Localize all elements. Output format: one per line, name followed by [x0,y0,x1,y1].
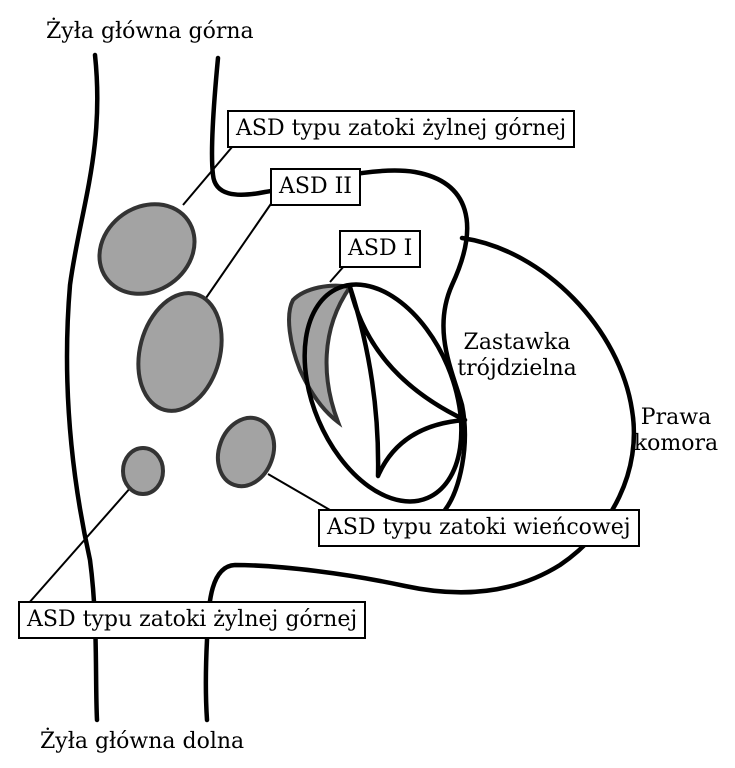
ivc-label: Żyła główna dolna [40,729,245,754]
right-ventricle-label: Prawa komora [633,405,719,456]
asd-coronary-sinus-label: ASD typu zatoki wieńcowej [318,509,640,547]
asd-ii-label: ASD II [270,168,361,206]
tricuspid-valve-leaflet-commissures [347,284,468,479]
leader-asd-sv-inferior [27,485,133,605]
leader-asd-coronary [267,473,331,511]
asd-coronary-sinus-defect [215,415,277,489]
asd-ii-defect [136,291,224,413]
asd-sinus-venosus-inferior-label: ASD typu zatoki żylnej górnej [18,601,367,639]
svc-label: Żyła główna górna [46,19,254,44]
asd-sinus-venosus-superior-defect [97,202,197,296]
asd-i-label: ASD I [339,230,422,268]
right-ventricle-outline [203,235,637,723]
leader-asd-ii [205,197,276,299]
tricuspid-valve-annulus [302,282,464,504]
tricuspid-valve-label: Zastawka trójdzielna [457,330,577,381]
asd-sinus-venosus-inferior-defect [121,446,165,496]
asd-sinus-venosus-superior-label: ASD typu zatoki żylnej górnej [227,110,576,148]
svc-right-wall-and-atrium-roof [209,55,470,513]
